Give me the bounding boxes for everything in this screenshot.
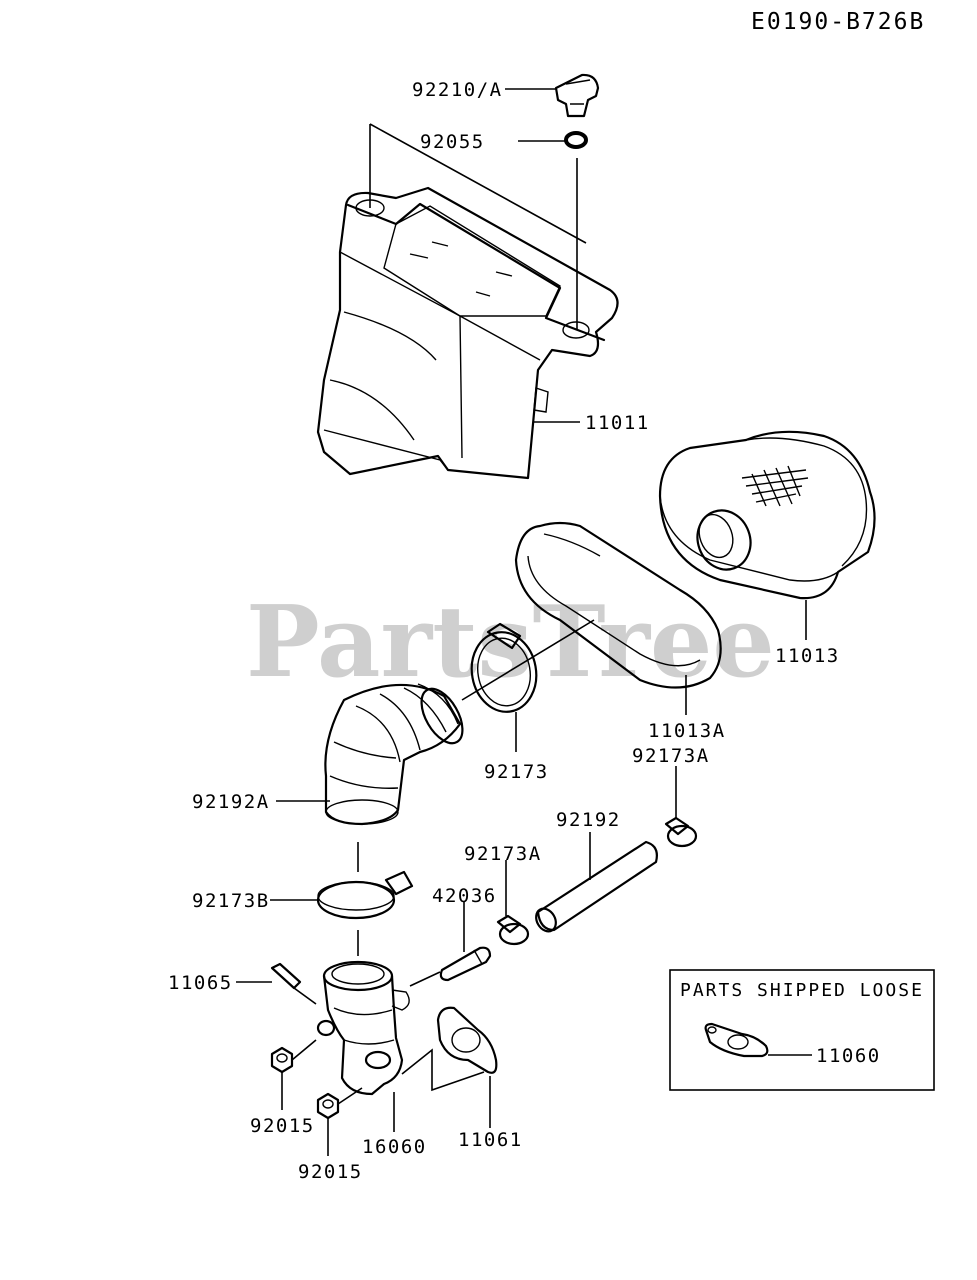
intake-pipe-part-16060[interactable]	[316, 960, 410, 1096]
gasket-part-11061[interactable]	[436, 1006, 498, 1074]
callout-92173A-mid: 92173A	[464, 843, 542, 865]
gasket-part-11060[interactable]	[704, 1022, 769, 1058]
nut-part-92015-a[interactable]	[270, 1046, 294, 1074]
band-clamp-part-92173B[interactable]	[316, 870, 414, 920]
watermark-text: PartsTree	[246, 585, 775, 700]
callout-11013A: 11013A	[648, 720, 726, 742]
callout-11061: 11061	[458, 1129, 523, 1151]
callout-92173: 92173	[484, 761, 549, 783]
callout-16060: 16060	[362, 1136, 427, 1158]
clamp-part-92173[interactable]	[466, 622, 543, 717]
callout-92015-a: 92015	[250, 1115, 315, 1137]
small-clamp-part-92173A-mid[interactable]	[496, 914, 530, 946]
straight-hose-part-92192[interactable]	[532, 840, 658, 935]
small-clamp-part-92173A-top[interactable]	[664, 816, 698, 848]
washer-part-92055[interactable]	[564, 131, 588, 149]
loose-box-title: PARTS SHIPPED LOOSE	[680, 980, 924, 1001]
callout-92192A: 92192A	[192, 791, 270, 813]
air-filter-element-part-11013[interactable]	[658, 430, 876, 600]
callout-11013: 11013	[775, 645, 840, 667]
air-cleaner-cover-part-11011[interactable]	[316, 186, 619, 480]
callout-92055: 92055	[420, 131, 485, 153]
callout-11065: 11065	[168, 972, 233, 994]
nut-part-92015-b[interactable]	[316, 1092, 340, 1120]
callout-11011: 11011	[585, 412, 650, 434]
callout-92210A: 92210/A	[412, 79, 503, 101]
callout-42036: 42036	[432, 885, 497, 907]
parts-shipped-loose-box	[669, 969, 935, 1091]
knob-part-92210A[interactable]	[554, 73, 600, 118]
elbow-hose-part-92192A[interactable]	[324, 682, 470, 826]
stud-part-11065[interactable]	[270, 962, 302, 990]
pre-cleaner-part-11013A[interactable]	[514, 521, 722, 689]
fitting-part-42036[interactable]	[439, 946, 492, 982]
callout-92192: 92192	[556, 809, 621, 831]
callout-92173B: 92173B	[192, 890, 270, 912]
callout-92015-b: 92015	[298, 1161, 363, 1183]
callout-92173A-top: 92173A	[632, 745, 710, 767]
callout-11060: 11060	[816, 1045, 881, 1067]
diagram-code: E0190-B726B	[751, 9, 925, 35]
